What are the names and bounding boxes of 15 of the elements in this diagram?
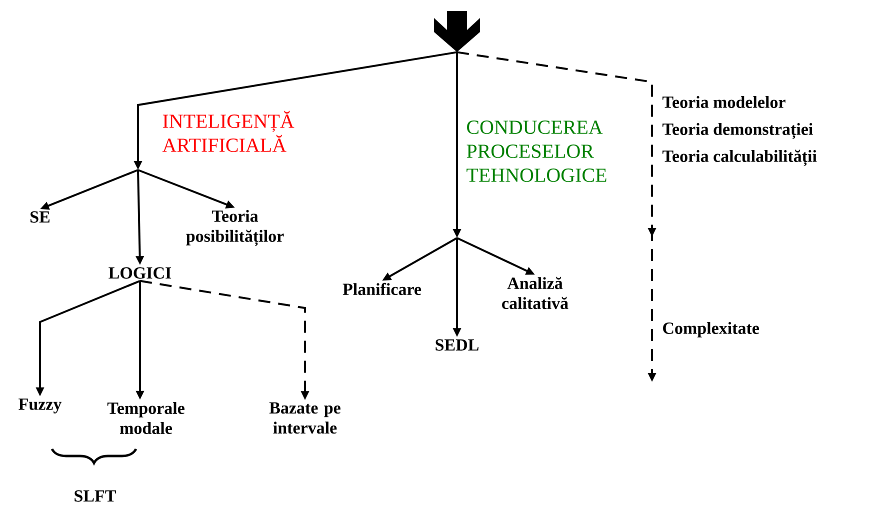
domain-heading: INTELIGENȚĂ ARTIFICIALĂ xyxy=(162,110,294,152)
topic-label: Complexitate xyxy=(663,322,760,338)
domain-heading: CONDUCEREA PROCESELOR TEHNOLOGICE xyxy=(466,120,606,182)
node-label: Bazate pe intervale xyxy=(269,402,340,434)
node-label: SE xyxy=(30,211,50,223)
topic-list: Teoria modelelor Teoria demonstrației Teoria calculabilității xyxy=(662,96,817,166)
node-label: Temporale modale xyxy=(107,402,184,434)
node-label: Planificare xyxy=(342,282,422,296)
group-label: SLFT xyxy=(74,490,116,502)
down-arrow-shape xyxy=(434,11,480,52)
node-label: Teoria posibilităților xyxy=(186,210,284,246)
node-label: Fuzzy xyxy=(18,398,62,414)
node-label: Analiză calitativă xyxy=(502,276,568,310)
node-label: LOGICI xyxy=(108,267,172,279)
node-label: SEDL xyxy=(436,339,478,351)
